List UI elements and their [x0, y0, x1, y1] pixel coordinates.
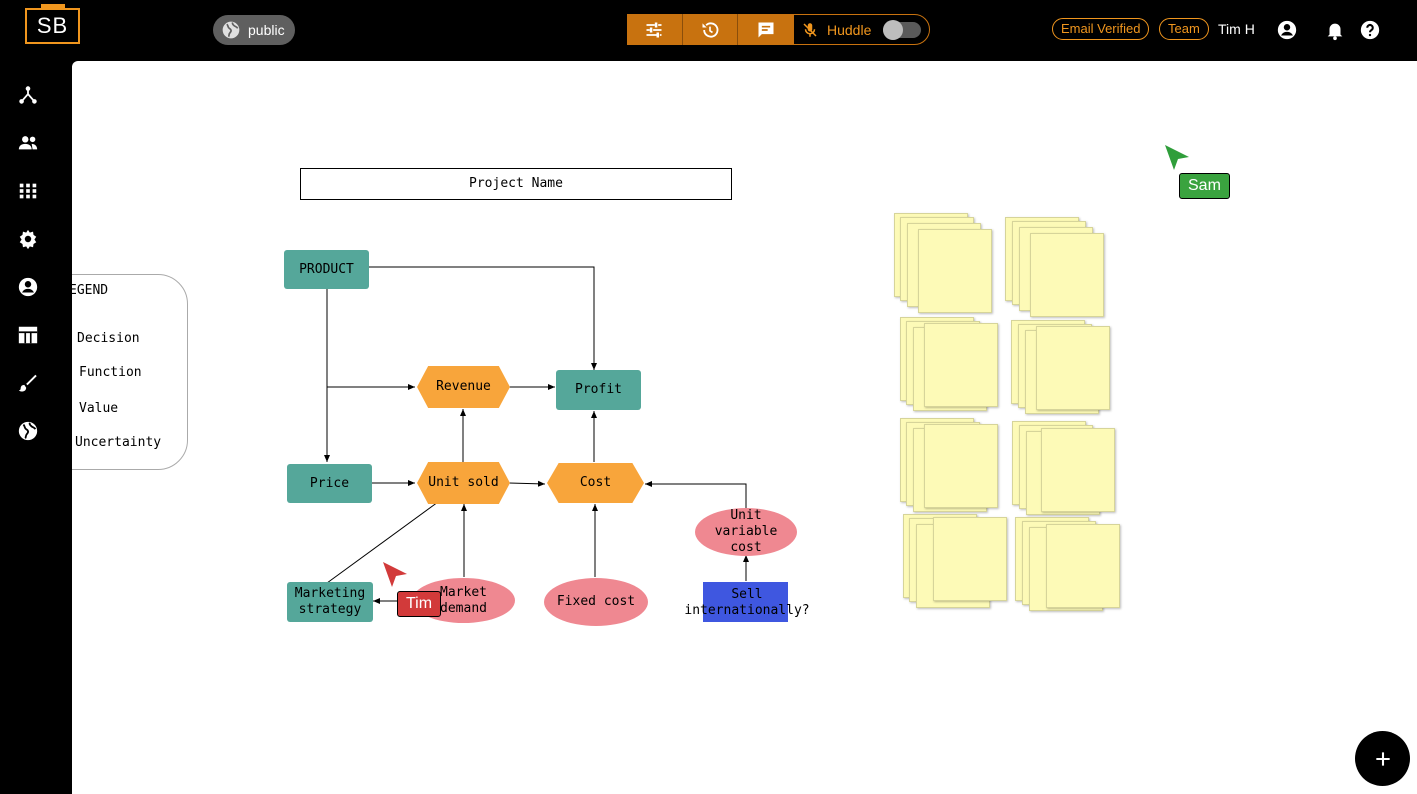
chat-icon [758, 22, 774, 37]
node-product[interactable]: PRODUCT [284, 250, 369, 289]
node-price[interactable]: Price [287, 464, 372, 503]
node-marketing-strategy[interactable]: Marketing strategy [287, 582, 373, 622]
visibility-toggle[interactable]: public [213, 15, 295, 45]
node-sell-internationally-shape[interactable] [703, 582, 788, 622]
history-button[interactable] [683, 14, 739, 45]
node-fixed-cost[interactable]: Fixed cost [544, 578, 648, 626]
legend-item-uncertainty: Uncertainty [75, 435, 162, 450]
sidebar [0, 61, 72, 794]
huddle-label: Huddle [827, 21, 872, 38]
team-badge[interactable]: Team [1159, 18, 1209, 40]
sliders-icon [646, 22, 662, 37]
mic-off-icon[interactable] [801, 21, 819, 39]
legend-item-function: Function [79, 365, 142, 380]
collaborator-cursor-tim: Tim [397, 591, 442, 617]
visibility-label: public [248, 22, 285, 38]
legend-item-value: Value [79, 401, 119, 416]
node-revenue[interactable]: Revenue [417, 366, 510, 408]
legend-panel: EGEND Decision Function Value Uncertaint… [72, 274, 188, 470]
settings-sliders-button[interactable] [627, 14, 683, 45]
people-icon[interactable] [17, 132, 39, 154]
brush-icon[interactable] [17, 372, 39, 394]
account-icon[interactable] [1276, 19, 1298, 41]
legend-item-decision: Decision [77, 331, 140, 346]
top-bar: SB public Huddle Email Verified Team Tim… [0, 0, 1417, 61]
huddle-control: Huddle [793, 14, 930, 45]
history-icon [702, 21, 719, 38]
node-cost[interactable]: Cost [547, 463, 644, 503]
cursor-pointer-icon [383, 562, 407, 587]
huddle-toggle[interactable] [883, 19, 922, 40]
grid-icon[interactable] [17, 180, 39, 202]
user-icon[interactable] [17, 276, 39, 298]
tree-icon[interactable] [17, 84, 39, 106]
cursor-pointer-icon [1165, 145, 1189, 170]
node-sell-internationally-label: Sell internationally? [684, 587, 810, 618]
gear-icon[interactable] [17, 228, 39, 250]
node-unit-sold[interactable]: Unit sold [417, 462, 510, 504]
project-name-box[interactable]: Project Name [300, 168, 732, 200]
plus-icon [1375, 751, 1390, 766]
email-verified-badge: Email Verified [1052, 18, 1150, 40]
collaborator-cursor-sam: Sam [1179, 173, 1230, 199]
table-icon[interactable] [17, 324, 39, 346]
app-logo[interactable]: SB [25, 4, 80, 44]
legend-title: EGEND [72, 283, 109, 298]
diagram-connectors [324, 266, 749, 604]
help-icon[interactable] [1359, 19, 1381, 41]
globe-icon [222, 21, 240, 39]
node-profit[interactable]: Profit [556, 370, 641, 410]
node-unit-variable-cost[interactable]: Unit variable cost [695, 508, 797, 556]
add-button[interactable] [1355, 731, 1410, 786]
globe-icon[interactable] [17, 420, 39, 442]
whiteboard-canvas[interactable]: Project Name EGEND Decision Function Val… [72, 61, 1417, 794]
chat-button[interactable] [738, 14, 793, 45]
bell-icon[interactable] [1324, 19, 1346, 41]
toolbar-group [627, 14, 793, 45]
user-name: Tim H [1218, 21, 1255, 37]
